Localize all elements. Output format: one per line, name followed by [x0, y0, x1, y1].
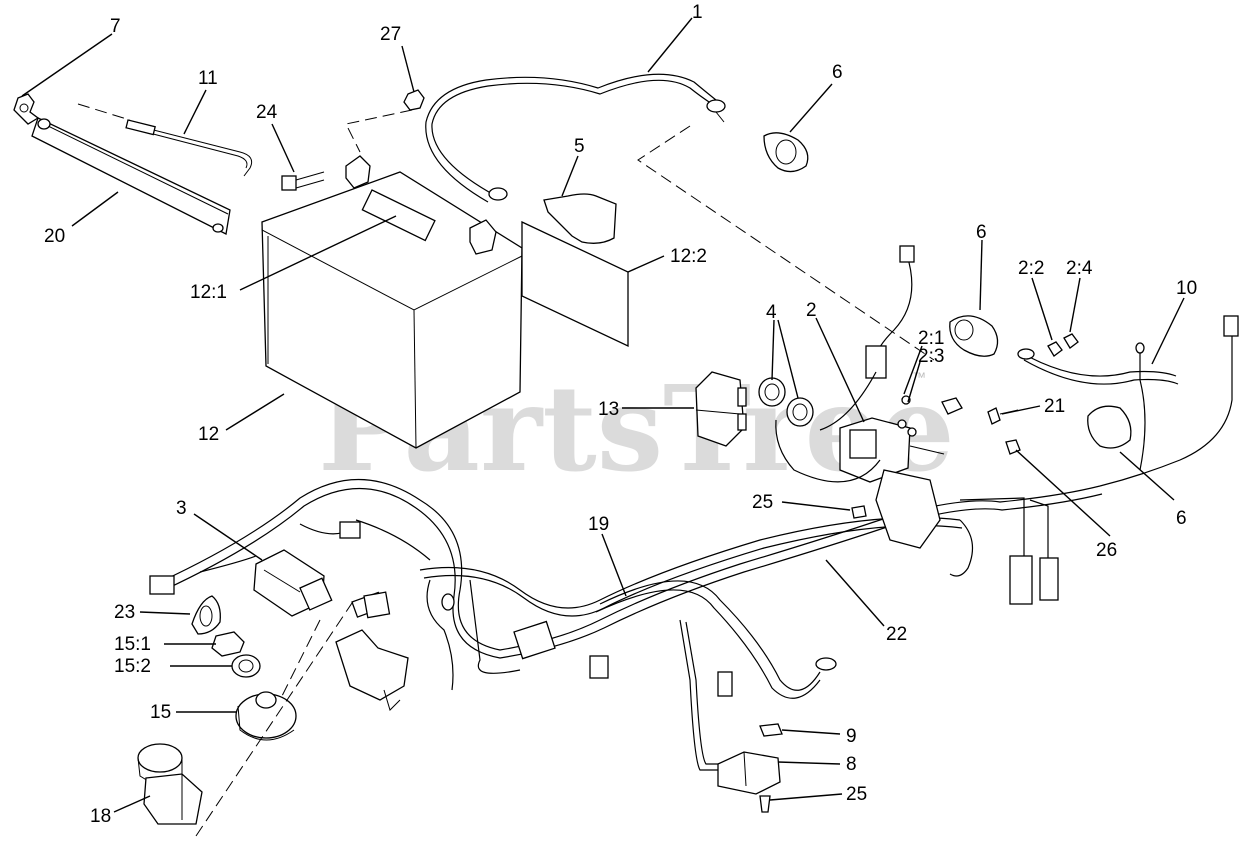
- callout-2-2: 2:2: [1018, 258, 1044, 279]
- key-bezel-part: [191, 595, 221, 635]
- right-lead-wire: [1099, 315, 1239, 487]
- callout-2: 2: [806, 300, 817, 321]
- callout-23: 23: [114, 602, 135, 623]
- seat-switch-part: [717, 751, 781, 795]
- module-part: [253, 549, 333, 617]
- callout-21: 21: [1044, 396, 1065, 417]
- solenoid-part: [839, 417, 945, 483]
- callout-12-1: 12:1: [190, 282, 227, 303]
- callout-12-2: 12:2: [670, 246, 707, 267]
- callout-12: 12: [198, 424, 219, 445]
- callout-26: 26: [1096, 540, 1117, 561]
- hold-down-rod-part: [125, 119, 253, 177]
- relay-part: [695, 371, 747, 447]
- callout-2-1: 2:1: [918, 328, 944, 349]
- battery-label-sheet: [521, 220, 629, 348]
- battery-bolt-part: [281, 171, 325, 191]
- callout-6-right: 6: [1176, 508, 1187, 529]
- callout-6-mid: 6: [976, 222, 987, 243]
- battery-cable-part: [425, 73, 726, 203]
- ignition-nut-part: [211, 631, 245, 657]
- pto-switch-part: [137, 743, 203, 825]
- callout-25-top: 25: [752, 492, 773, 513]
- callout-20: 20: [44, 226, 65, 247]
- callout-25-bottom: 25: [846, 784, 867, 805]
- watermark-trademark: ™: [912, 369, 926, 385]
- screw-part: [759, 795, 771, 813]
- battery-part: [261, 155, 523, 449]
- battery-nut-part: [403, 89, 425, 111]
- callout-3: 3: [176, 498, 187, 519]
- callout-2-3: 2:3: [918, 346, 944, 367]
- pigtail-connector: [819, 245, 915, 431]
- callout-1: 1: [692, 2, 703, 23]
- callout-15-2: 15:2: [114, 656, 151, 677]
- callout-22: 22: [886, 624, 907, 645]
- callout-7: 7: [110, 16, 121, 37]
- callout-2-4: 2:4: [1066, 258, 1093, 279]
- callout-6-top: 6: [832, 62, 843, 83]
- callout-13: 13: [598, 399, 619, 420]
- ground-cable-part: [949, 315, 1179, 471]
- callout-9: 9: [846, 726, 857, 747]
- negative-boot-part-right: [1087, 405, 1132, 449]
- callout-11: 11: [198, 68, 218, 89]
- screw-part-top: [851, 505, 867, 519]
- callout-24: 24: [256, 102, 278, 123]
- callout-8: 8: [846, 754, 857, 775]
- ignition-switch-part: [235, 691, 297, 741]
- wing-nut-part: [13, 93, 40, 125]
- positive-boot-part: [543, 193, 617, 244]
- grommet-part: [758, 377, 814, 427]
- callout-18: 18: [90, 806, 111, 827]
- hold-down-bar-part: [31, 117, 231, 235]
- callout-15-1: 15:1: [114, 634, 151, 655]
- callout-27: 27: [380, 24, 401, 45]
- callout-10: 10: [1176, 278, 1197, 299]
- harness-connectors: [149, 419, 1059, 697]
- callout-15: 15: [150, 702, 171, 723]
- clip-part: [759, 723, 783, 737]
- callout-19: 19: [588, 514, 609, 535]
- callout-5: 5: [574, 136, 585, 157]
- callout-labels: 7 11 20 24 27 1 6 5 12:1 12:2 12 6 2:2 2…: [44, 2, 1197, 827]
- callout-4: 4: [766, 302, 777, 323]
- ignition-washer-part: [231, 654, 261, 678]
- negative-boot-part-top: [763, 132, 809, 173]
- leader-lines: [21, 17, 1185, 813]
- switch-connector-part: [335, 591, 409, 711]
- wire-harness-part: [159, 478, 1103, 771]
